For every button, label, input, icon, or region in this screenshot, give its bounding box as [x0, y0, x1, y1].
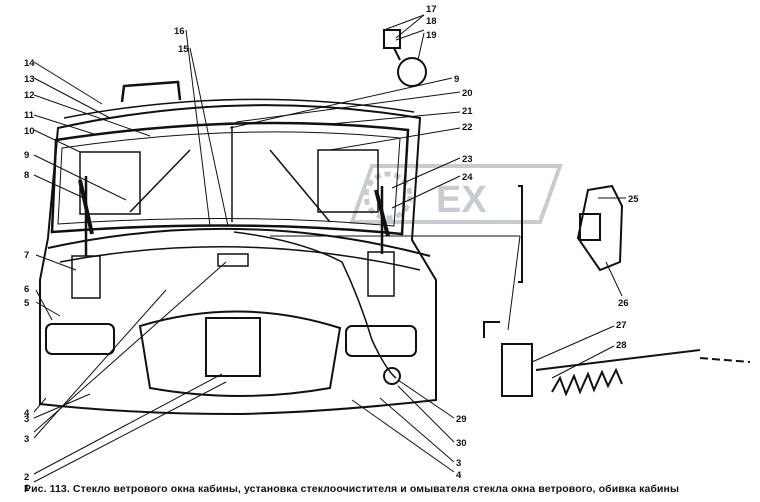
callout-29: 29: [456, 414, 467, 425]
central-tunnel: [138, 310, 342, 397]
callout-7: 7: [24, 250, 29, 261]
callout-27: 27: [616, 320, 627, 331]
left-wiper-motor: [71, 255, 101, 299]
cab-roof-outline: [39, 104, 437, 416]
watermark-text: EX: [436, 179, 487, 221]
wiper-linkage-right: [269, 149, 331, 223]
pump-housing: [501, 343, 533, 397]
pump-bracket: [483, 321, 500, 338]
callout-26: 26: [618, 298, 629, 309]
leader-lines: [33, 14, 626, 483]
washer-pump-detail: [483, 321, 751, 397]
callout-17: 17: [426, 4, 437, 15]
callout-20: 20: [462, 88, 473, 99]
callout-8: 8: [24, 170, 29, 181]
callout-11: 11: [24, 110, 35, 121]
callout-5: 5: [24, 298, 30, 309]
dashboard-lower-arc: [59, 246, 421, 271]
callout-2: 2: [24, 472, 29, 483]
callout-6: 6: [24, 284, 29, 295]
watermark: EX: [349, 164, 563, 224]
callout-15: 15: [178, 44, 189, 55]
left-wiper-blade: [78, 179, 94, 235]
nozzle-stem: [393, 47, 401, 61]
callout-3-left-upper: 3: [24, 414, 29, 425]
callout-4-left: 4: [24, 408, 30, 419]
callout-24: 24: [462, 172, 473, 183]
windshield-glass-inner: [57, 131, 401, 227]
washer-pump-circle: [383, 367, 401, 385]
pump-cable-end: [699, 357, 751, 363]
callout-14: 14: [24, 58, 35, 69]
callout-9-left: 9: [24, 150, 29, 161]
callout-23: 23: [462, 154, 473, 165]
callout-labels: 1 2 3 3 3 4 4 5 6 7 8 9 9 10 11 12 13 14…: [24, 4, 639, 494]
callout-3-right: 3: [456, 458, 461, 469]
callout-12: 12: [24, 90, 35, 101]
callout-30: 30: [456, 438, 467, 449]
callout-25: 25: [628, 194, 639, 205]
callout-1: 1: [24, 483, 30, 494]
wiper-linkage-left: [129, 149, 191, 213]
callout-28: 28: [616, 340, 627, 351]
seal-bracket: [518, 185, 523, 283]
pump-spring: [551, 367, 623, 397]
roof-rim: [63, 98, 415, 119]
callout-4-right: 4: [456, 470, 462, 481]
left-vent-panel: [79, 151, 141, 215]
pump-cable: [535, 349, 701, 371]
right-vent-panel: [317, 149, 379, 213]
washer-hose: [233, 231, 397, 379]
seal-insert: [579, 213, 601, 241]
callout-18: 18: [426, 16, 437, 27]
watermark-cog-icon: [363, 171, 413, 221]
callout-9-right: 9: [454, 74, 459, 85]
left-headlamp-opening: [45, 323, 115, 355]
roof-hatch: [120, 80, 182, 103]
watermark-gear-icon: [349, 164, 563, 224]
seal-profile-detail: [518, 184, 624, 283]
right-wiper-blade: [374, 189, 390, 237]
windshield-frame: [50, 121, 410, 236]
right-headlamp-opening: [345, 325, 417, 357]
washer-nozzle-detail: [383, 29, 427, 87]
callout-10: 10: [24, 126, 35, 137]
callout-16: 16: [174, 26, 185, 37]
nozzle-body: [397, 57, 427, 87]
figure-caption: Рис. 113. Стекло ветрового окна кабины, …: [24, 483, 680, 495]
washer-reservoir: [217, 253, 249, 267]
seal-profile: [576, 184, 624, 272]
right-wiper-motor: [367, 251, 395, 297]
callout-19: 19: [426, 30, 437, 41]
dashboard-arc: [47, 227, 431, 257]
engine-cover-hatch: [205, 317, 261, 377]
callout-13: 13: [24, 74, 35, 85]
callout-3-left-lower: 3: [24, 434, 29, 445]
callout-22: 22: [462, 122, 473, 133]
callout-21: 21: [462, 106, 473, 117]
cab-body: [39, 80, 437, 416]
